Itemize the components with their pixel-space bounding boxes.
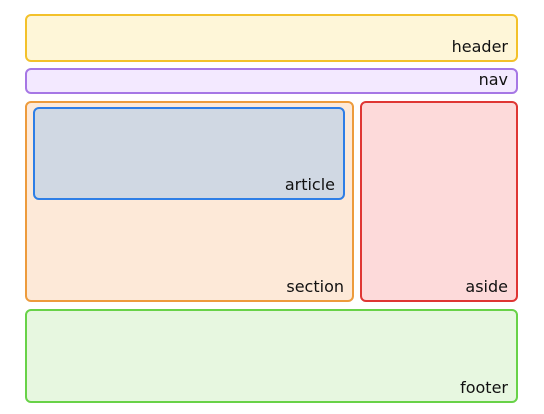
header-label: header <box>451 37 508 56</box>
article-label: article <box>284 175 335 194</box>
nav-label: nav <box>478 70 508 89</box>
aside-label: aside <box>465 277 508 296</box>
footer-label: footer <box>460 378 508 397</box>
article-box: article <box>33 107 345 200</box>
header-box: header <box>25 14 518 62</box>
footer-box: footer <box>25 309 518 403</box>
section-label: section <box>286 277 344 296</box>
nav-box: nav <box>25 68 518 94</box>
aside-box: aside <box>360 101 518 302</box>
